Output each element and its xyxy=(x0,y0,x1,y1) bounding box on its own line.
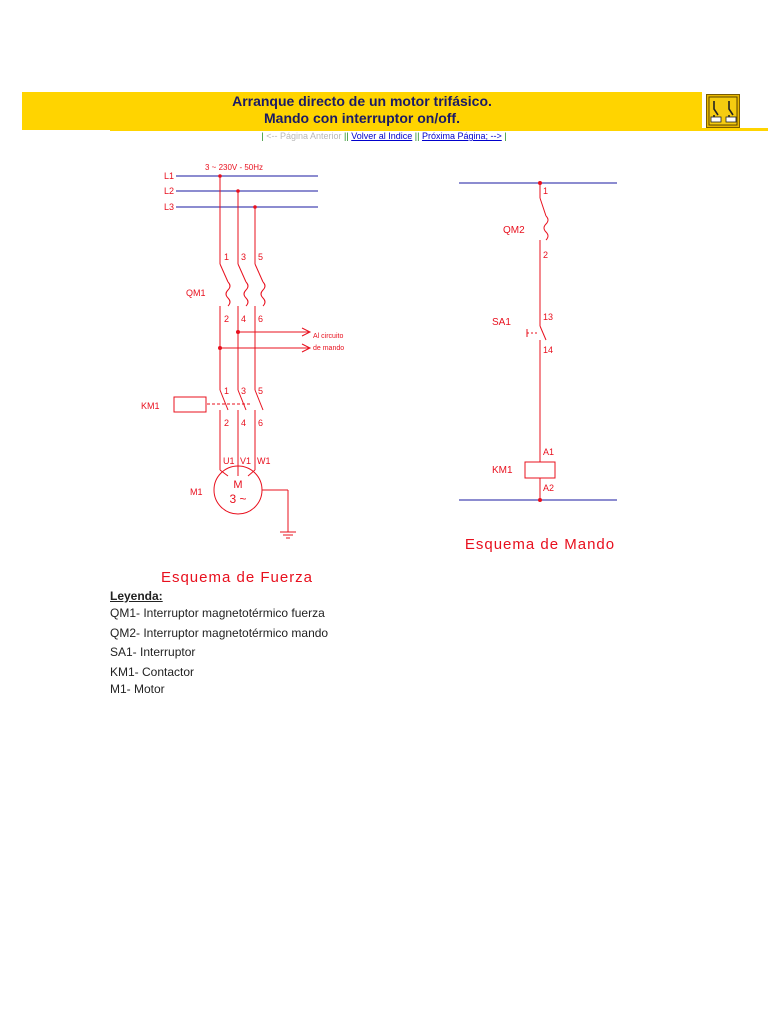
sa1-terminal-14: 14 xyxy=(543,345,553,355)
motor-terminal-u1: U1 xyxy=(223,456,235,466)
qm2-label: QM2 xyxy=(503,225,525,236)
next-page-link[interactable]: Próxima Página; --> xyxy=(421,131,502,141)
km1-terminal-5: 5 xyxy=(258,386,263,396)
qm1-terminal-5: 5 xyxy=(258,252,263,262)
legend-item-qm2: QM2- Interruptor magnetotérmico mando xyxy=(110,625,329,640)
legend-title: Leyenda: xyxy=(110,589,163,603)
line-label-l1: L1 xyxy=(164,171,174,181)
legend-item-km1: KM1- Contactor xyxy=(110,664,195,679)
km1-terminal-3: 3 xyxy=(241,386,246,396)
header-underline xyxy=(110,128,768,131)
qm1-label: QM1 xyxy=(186,288,206,298)
nav-separator: | xyxy=(346,131,349,141)
qm2-terminal-1: 1 xyxy=(543,186,548,196)
control-note-line1: Al circuito xyxy=(313,333,343,340)
motor-label: M1 xyxy=(190,487,203,497)
qm2-terminal-2: 2 xyxy=(543,250,548,260)
legend-item-qm1: QM1- Interruptor magnetotérmico fuerza xyxy=(110,606,325,620)
legend-item-sa1: SA1- Interruptor xyxy=(110,645,196,659)
km1-terminal-4: 4 xyxy=(241,418,246,428)
legend: Leyenda: QM1- Interruptor magnetotérmico… xyxy=(110,589,328,696)
control-diagram: 1 2 QM2 13 14 SA1 A1 A2 KM1 Esquema de M… xyxy=(459,181,617,553)
nav-separator: | xyxy=(414,131,418,141)
motor-terminal-w1: W1 xyxy=(257,456,271,466)
km1-terminal-6: 6 xyxy=(258,418,263,428)
line-label-l2: L2 xyxy=(164,186,174,196)
nav-separator: | xyxy=(261,131,264,141)
power-diagram: L1 L2 L3 3 ~ 230V - 50Hz xyxy=(141,163,344,586)
control-note-line2: de mando xyxy=(313,345,344,352)
motor-symbol-top: M xyxy=(233,479,242,491)
line-label-l3: L3 xyxy=(164,202,174,212)
km1-terminal-1: 1 xyxy=(224,386,229,396)
km1-coil-a2: A2 xyxy=(543,483,554,493)
sa1-terminal-13: 13 xyxy=(543,312,553,322)
page-title: Arranque directo de un motor trifásico. … xyxy=(22,93,702,127)
qm1-terminal-3: 3 xyxy=(241,252,246,262)
contactor-logo-icon xyxy=(706,94,740,128)
qm1-terminal-4: 4 xyxy=(241,314,246,324)
header-bar xyxy=(22,92,702,130)
motor-terminal-v1: V1 xyxy=(240,456,251,466)
title-line-1: Arranque directo de un motor trifásico. xyxy=(232,93,492,109)
qm1-terminal-6: 6 xyxy=(258,314,263,324)
sa1-label: SA1 xyxy=(492,317,511,328)
km1-coil-a1: A1 xyxy=(543,447,554,457)
legend-item-m1: M1- Motor xyxy=(110,682,165,696)
title-line-2: Mando con interruptor on/off. xyxy=(264,110,460,126)
wiring-diagrams: L1 L2 L3 3 ~ 230V - 50Hz xyxy=(141,163,617,586)
motor-symbol-bottom: 3 ~ xyxy=(229,492,246,506)
km1-control-label: KM1 xyxy=(492,465,513,476)
km1-terminal-2: 2 xyxy=(224,418,229,428)
qm1-terminal-1: 1 xyxy=(224,252,229,262)
nav-separator: | xyxy=(417,131,420,141)
nav-separator: | xyxy=(344,131,347,141)
supply-label: 3 ~ 230V - 50Hz xyxy=(205,163,263,172)
index-link[interactable]: Volver al Indice xyxy=(351,131,413,141)
page-navigation: | <-- Página Anterior | | Volver al Indic… xyxy=(0,130,768,142)
km1-power-label: KM1 xyxy=(141,401,160,411)
qm1-terminal-2: 2 xyxy=(224,314,229,324)
nav-separator: | xyxy=(504,131,507,141)
prev-page-link: <-- Página Anterior xyxy=(266,131,342,141)
control-diagram-caption: Esquema de Mando xyxy=(465,536,615,553)
power-diagram-caption: Esquema de Fuerza xyxy=(161,569,313,586)
